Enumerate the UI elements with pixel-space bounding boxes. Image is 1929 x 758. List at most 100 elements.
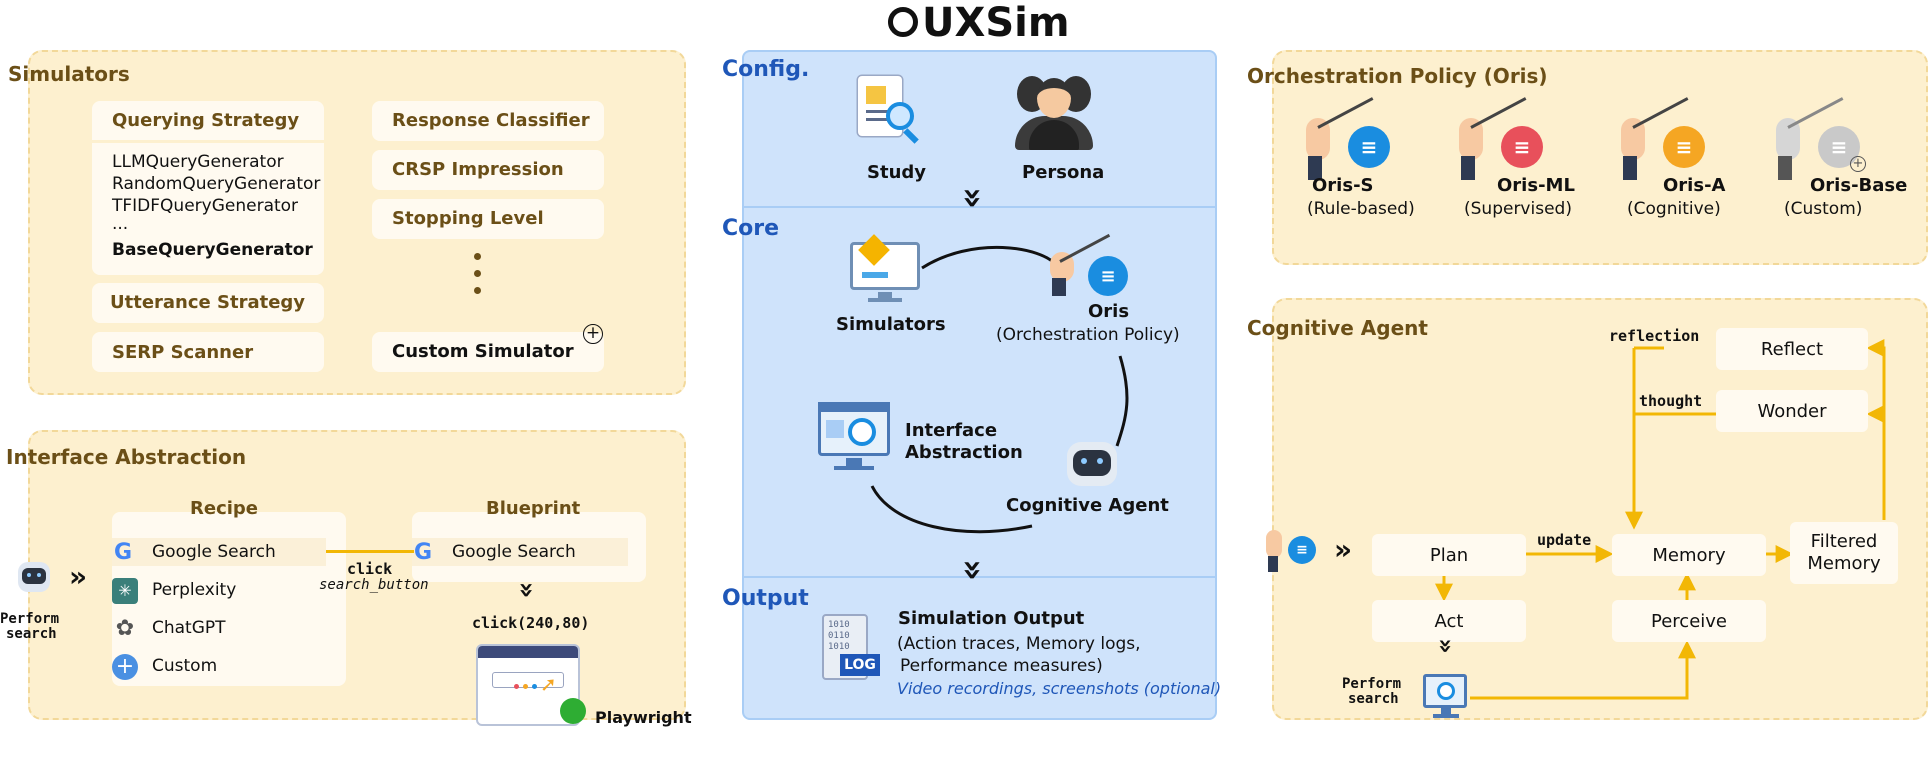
filtered-memory-box: Filtered Memory — [1790, 522, 1898, 584]
generator-item: RandomQueryGenerator — [112, 174, 321, 194]
oris-ml-hand-icon: ≡ — [1453, 97, 1543, 188]
generator-item: ... — [112, 214, 129, 234]
search-label: search — [1348, 691, 1399, 707]
core-cycle-arcs — [870, 245, 1129, 534]
output-title: Simulation Output — [898, 608, 1085, 629]
recipe-item-google: Google Search — [152, 542, 276, 562]
double-chevron-down-icon: » — [952, 559, 993, 581]
interface-monitor-icon — [818, 402, 892, 476]
core-panel — [742, 50, 1217, 720]
filtered-label-1: Filtered — [1810, 531, 1878, 552]
click-coords: click(240,80) — [472, 614, 590, 632]
cognitive-flow-arrows — [1435, 339, 1886, 700]
google-icon: G — [414, 540, 433, 565]
oris-ml-name: Oris-ML — [1497, 175, 1575, 196]
custom-simulator-label: Custom Simulator — [392, 341, 574, 362]
perform-label: Perform — [1342, 676, 1402, 692]
memory-box: Memory — [1612, 534, 1766, 576]
interface-label-2: Abstraction — [905, 442, 1023, 463]
double-chevron-icon: » — [1334, 533, 1353, 566]
base-generator: BaseQueryGenerator — [112, 240, 313, 260]
cognitive-agent-label: Cognitive Agent — [1006, 495, 1169, 516]
section-divider — [744, 576, 1215, 578]
recipe-google-row — [112, 538, 326, 566]
act-box: Act — [1372, 600, 1526, 642]
oris-sub-label: (Orchestration Policy) — [996, 325, 1180, 345]
oris-base-hand-icon: ≡ + — [1770, 97, 1870, 188]
oris-a-sub: (Cognitive) — [1627, 199, 1721, 219]
serp-scanner-card — [92, 332, 324, 372]
study-label: Study — [867, 162, 927, 183]
core-label: Core — [722, 216, 780, 241]
ellipsis-dots — [474, 253, 482, 303]
oris-a-hand-icon: ≡ — [1615, 97, 1705, 188]
oris-ml-sub: (Supervised) — [1464, 199, 1572, 219]
oris-label: Oris — [1088, 301, 1130, 322]
interface-label-1: Interface — [905, 420, 998, 441]
playwright-label: Playwright — [595, 708, 692, 727]
wonder-box: Wonder — [1716, 390, 1868, 432]
recipe-label: Recipe — [190, 498, 259, 519]
querying-strategy-label: Querying Strategy — [112, 110, 300, 131]
generator-item: TFIDFQueryGenerator — [112, 196, 299, 216]
update-label: update — [1537, 531, 1592, 549]
perplexity-icon: ✳ — [112, 578, 138, 604]
simulators-title: Simulators — [8, 62, 130, 86]
output-line-2: Performance measures) — [900, 656, 1103, 676]
recipe-item-perplexity: Perplexity — [152, 580, 237, 600]
robot-icon — [1065, 436, 1119, 488]
stopping-level-card — [372, 199, 604, 239]
reflect-box: Reflect — [1716, 328, 1868, 370]
custom-simulator-card — [372, 332, 604, 372]
search-monitor-icon — [1423, 674, 1469, 722]
chatgpt-icon: ✿ — [115, 616, 135, 641]
google-icon: G — [114, 540, 133, 565]
log-badge: LOG — [840, 654, 880, 676]
robot-icon — [18, 562, 50, 592]
section-divider — [744, 206, 1215, 208]
oris-hand-icon: ≡ — [1040, 233, 1132, 304]
plus-circle-icon: + — [112, 654, 138, 680]
title-text: UXSim — [922, 0, 1070, 46]
blueprint-label: Blueprint — [486, 498, 581, 519]
search-label: search — [6, 626, 57, 642]
blueprint-google-row — [412, 538, 628, 566]
blueprint-item-google: Google Search — [452, 542, 576, 562]
serp-scanner-label: SERP Scanner — [112, 342, 254, 363]
click-label: click — [347, 560, 393, 578]
utterance-strategy-label: Utterance Strategy — [110, 292, 306, 313]
double-chevron-down-icon: » — [511, 581, 542, 599]
oris-s-name: Oris-S — [1312, 175, 1374, 196]
recipe-blueprint-connector — [326, 550, 414, 553]
oris-base-name: Oris-Base — [1810, 175, 1908, 196]
config-label: Config. — [722, 57, 810, 82]
recipe-item-chatgpt: ChatGPT — [152, 618, 226, 638]
crsp-impression-label: CRSP Impression — [392, 159, 564, 180]
crsp-impression-card — [372, 150, 604, 190]
oris-hand-icon: ≡ — [1262, 524, 1322, 580]
stopping-level-label: Stopping Level — [392, 208, 544, 229]
output-line-1: (Action traces, Memory logs, — [897, 634, 1141, 654]
output-line-3: Video recordings, screenshots (optional) — [897, 679, 1222, 698]
querying-strategy-card — [92, 101, 324, 275]
output-label: Output — [722, 586, 809, 611]
response-classifier-label: Response Classifier — [392, 110, 590, 131]
filtered-label-2: Memory — [1807, 553, 1881, 574]
double-chevron-down-icon: » — [1431, 638, 1460, 654]
add-circle-icon: + — [583, 324, 603, 344]
perceive-box: Perceive — [1612, 600, 1766, 642]
oris-s-hand-icon: ≡ — [1300, 97, 1390, 188]
cognitive-title: Cognitive Agent — [1247, 316, 1428, 340]
persona-label: Persona — [1022, 162, 1105, 183]
generator-item: LLMQueryGenerator — [112, 152, 284, 172]
response-classifier-card — [372, 101, 604, 141]
core-simulators-label: Simulators — [836, 314, 946, 335]
click-target: search_button — [319, 577, 429, 593]
persona-group-icon — [1015, 72, 1095, 152]
document-search-icon — [858, 76, 919, 146]
title-logo: UXSim — [888, 0, 1088, 48]
perform-label: Perform — [0, 611, 60, 627]
querying-divider — [92, 140, 324, 143]
oris-a-name: Oris-A — [1663, 175, 1726, 196]
